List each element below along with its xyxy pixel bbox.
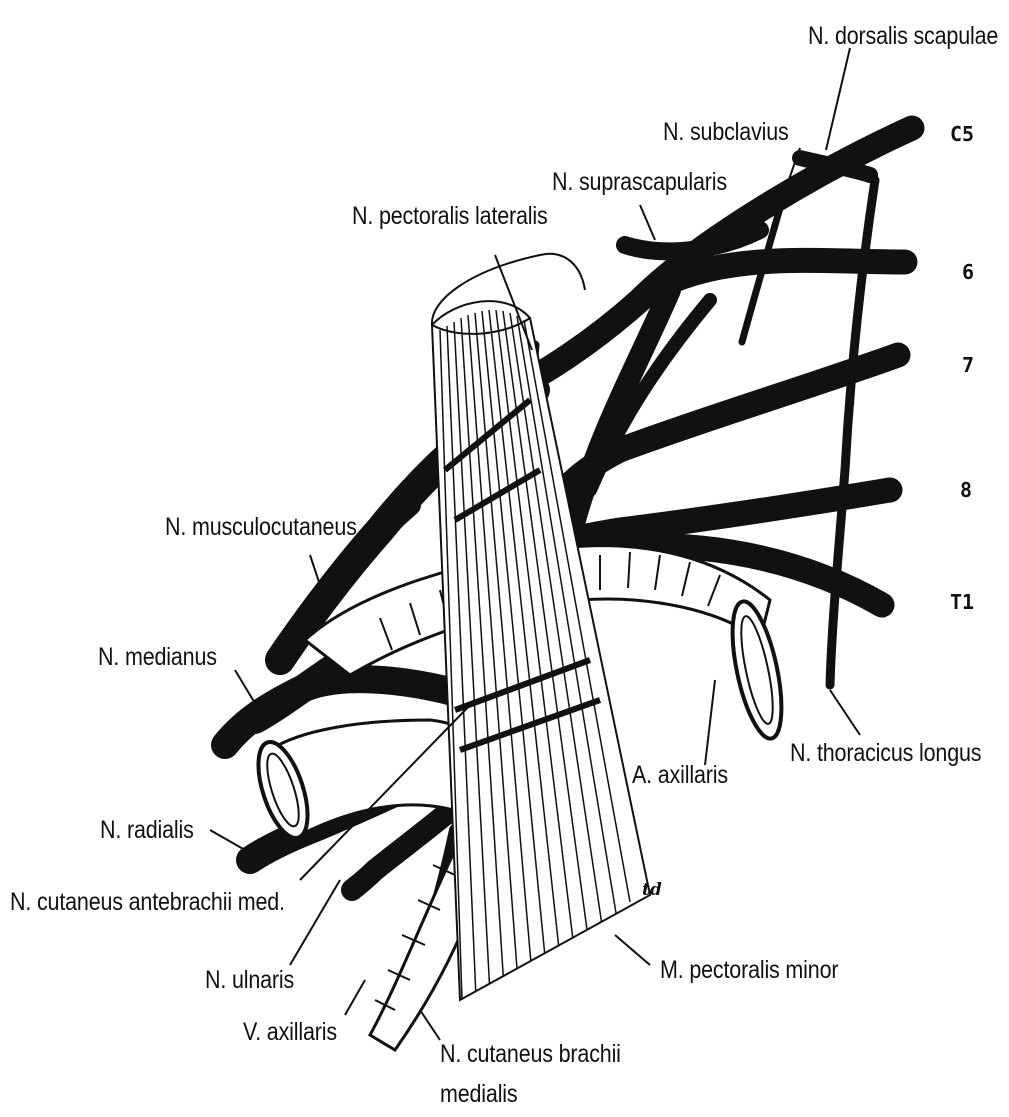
label-n-thoracicus-longus: N. thoracicus longus: [790, 741, 981, 766]
label-n-pectoralis-lateralis: N. pectoralis lateralis: [352, 204, 548, 229]
label-a-axillaris: A. axillaris: [632, 763, 728, 788]
artist-signature: td: [642, 880, 662, 900]
label-n-subclavius: N. subclavius: [663, 120, 789, 145]
label-v-axillaris: V. axillaris: [243, 1020, 337, 1045]
label-n-cutaneus-brachii-medialis-line1: N. cutaneus brachii: [440, 1042, 621, 1067]
level-t1: T1: [950, 592, 974, 612]
label-n-radialis: N. radialis: [100, 818, 194, 843]
label-n-suprascapularis: N. suprascapularis: [552, 170, 727, 195]
label-n-medianus: N. medianus: [98, 645, 217, 670]
label-n-ulnaris: N. ulnaris: [205, 968, 294, 993]
label-n-cutaneus-brachii-medialis-line2: medialis: [440, 1082, 517, 1107]
label-m-pectoralis-minor: M. pectoralis minor: [660, 958, 838, 983]
level-7: 7: [962, 355, 974, 375]
label-n-cutaneus-antebrachii-med: N. cutaneus antebrachii med.: [10, 890, 285, 915]
label-n-dorsalis-scapulae: N. dorsalis scapulae: [808, 24, 998, 49]
label-n-musculocutaneus: N. musculocutaneus: [165, 515, 357, 540]
level-8: 8: [960, 480, 972, 500]
level-c5: C5: [950, 124, 974, 144]
level-6: 6: [962, 262, 974, 282]
